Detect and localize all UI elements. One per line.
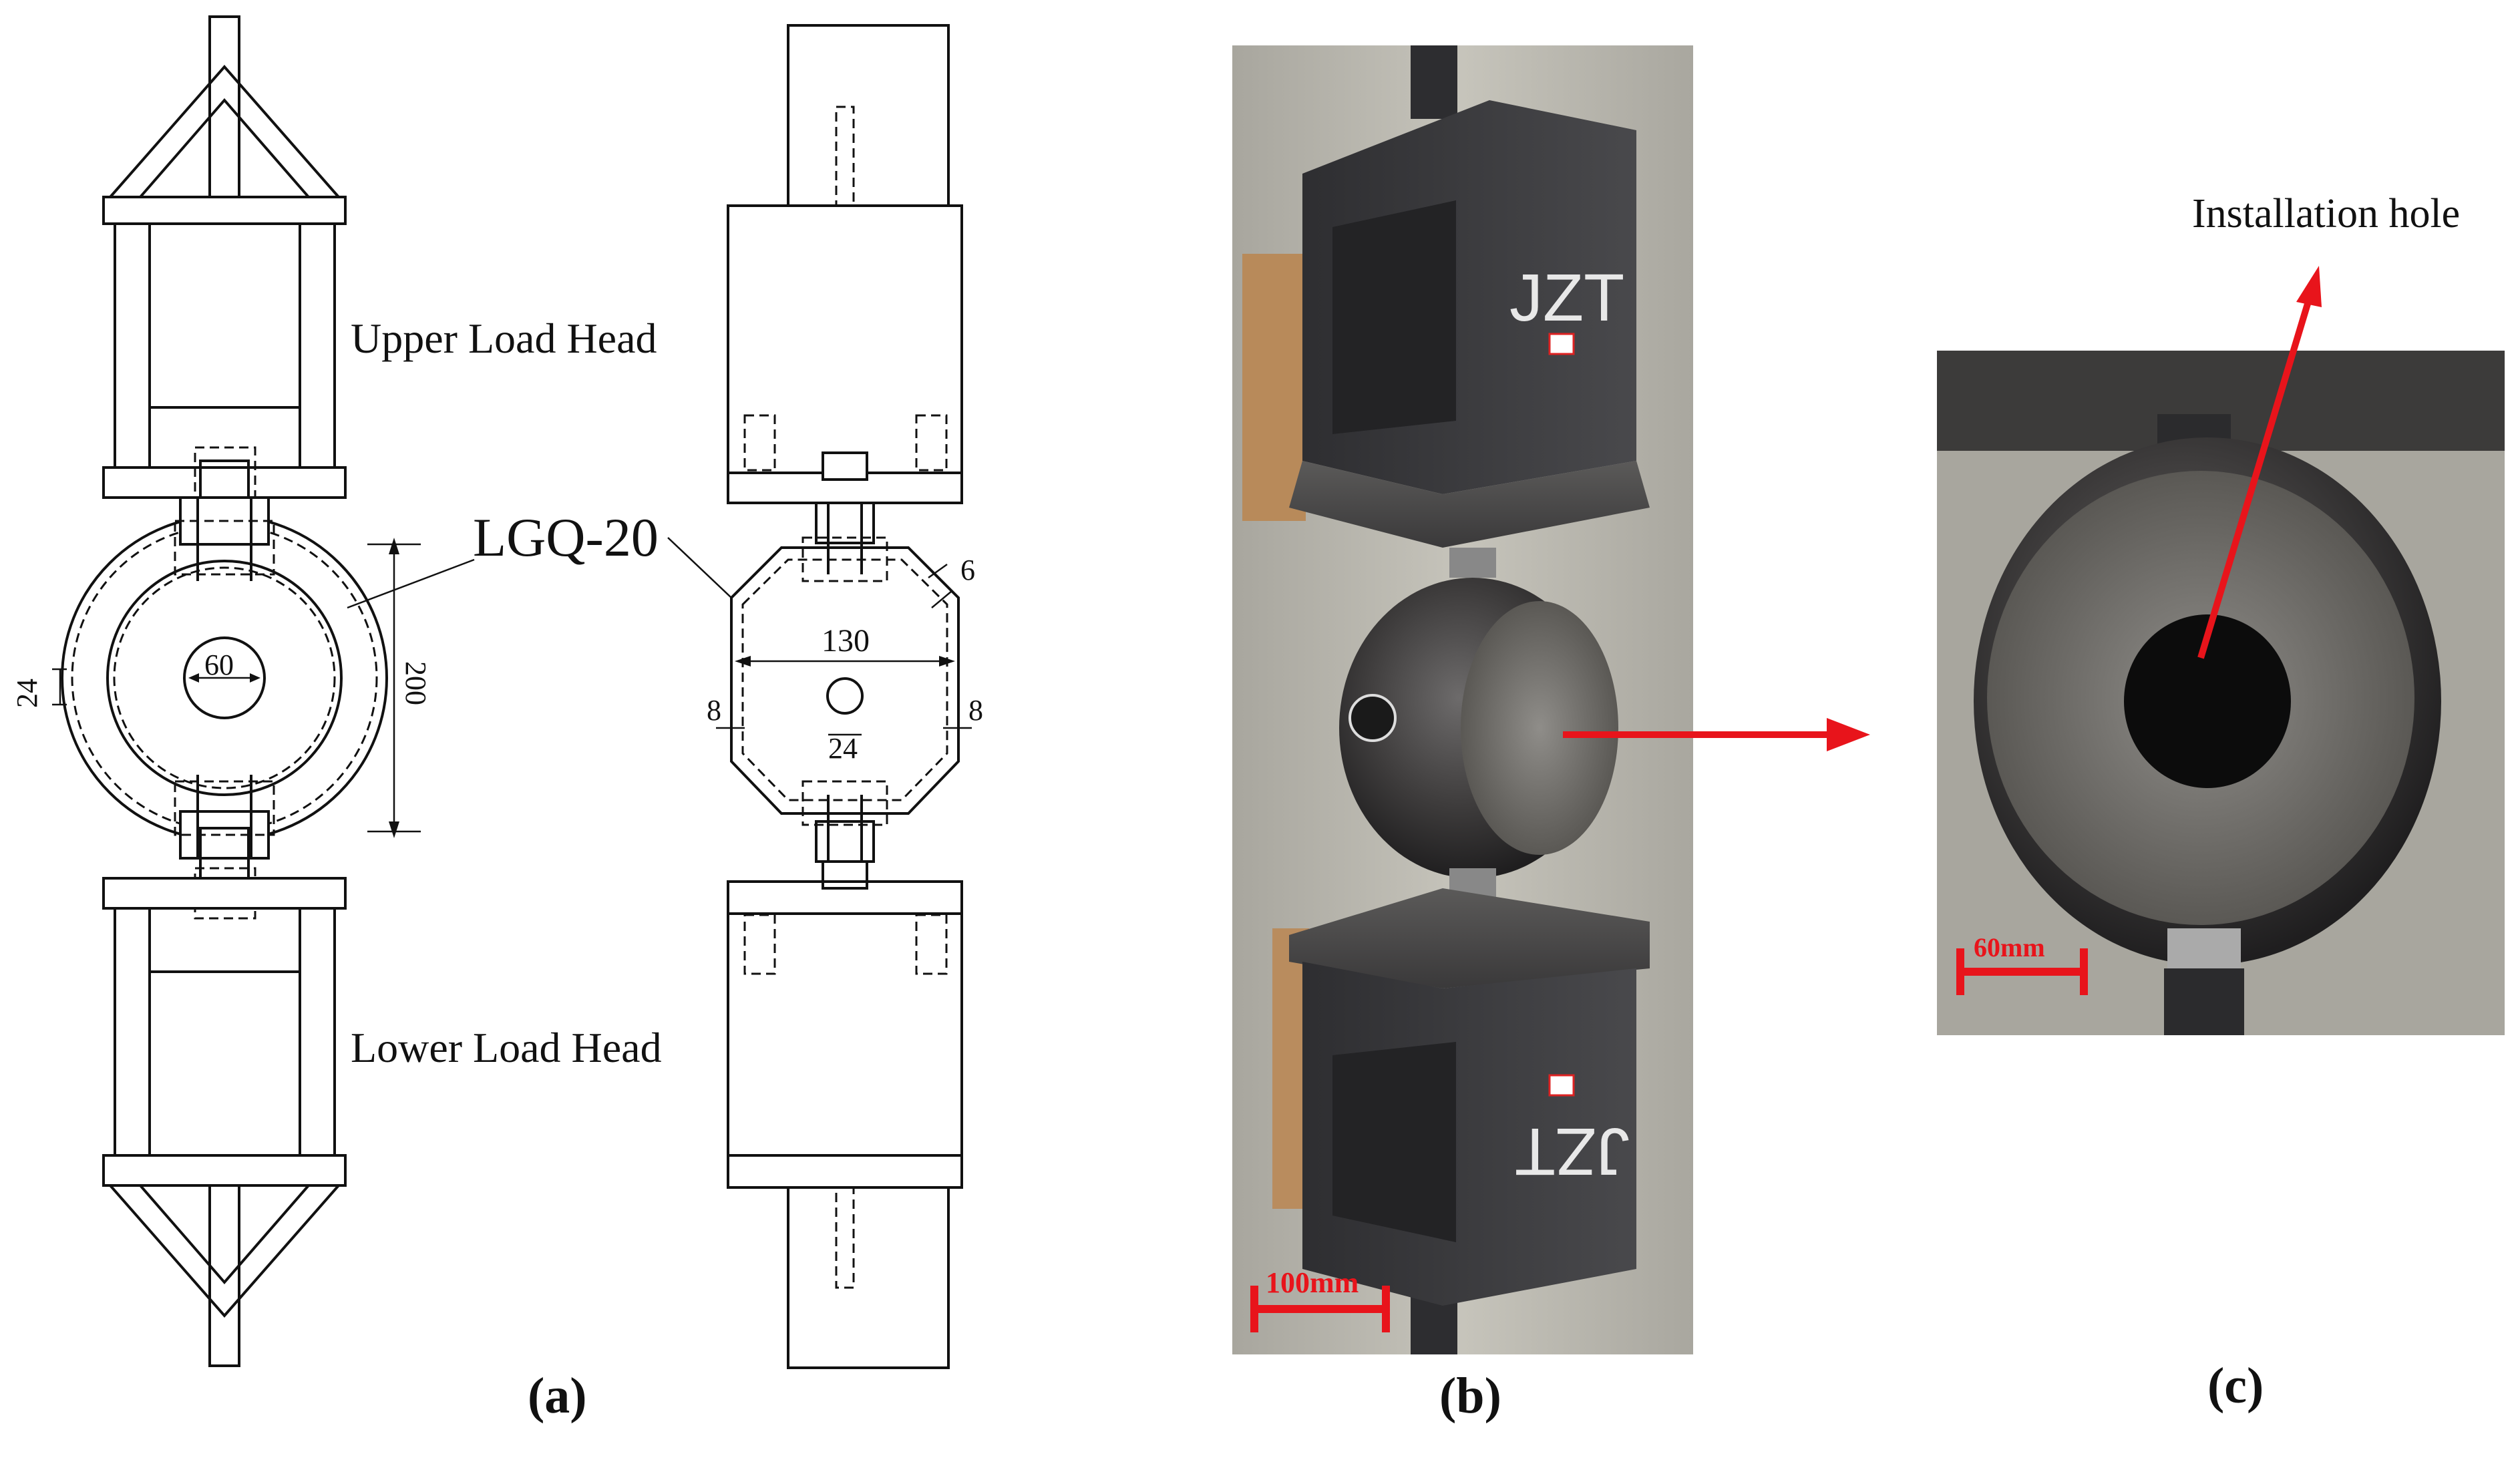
- dim-thickness: 24: [11, 679, 43, 708]
- scale-bar-c: 60mm: [1974, 932, 2045, 962]
- lower-load-head-front: [102, 827, 347, 1367]
- panel-b-caption: (b): [1439, 1368, 1501, 1424]
- dim-hole-bottom: 24: [828, 732, 858, 765]
- panel-c-photo: 60mm: [1937, 351, 2505, 1035]
- scale-bar-b: 100mm: [1266, 1266, 1359, 1299]
- lower-load-head-label: Lower Load Head: [351, 1024, 662, 1071]
- marking-bottom: JZT: [1515, 1114, 1630, 1189]
- panel-b-photo: JZT JZT 100mm: [1232, 45, 1693, 1354]
- dim-wall-right: 8: [968, 694, 983, 727]
- dim-chamfer: 6: [960, 554, 975, 586]
- dim-width: 130: [822, 623, 870, 659]
- upper-load-head-front: [102, 15, 347, 529]
- lgq-20-ring-side: [667, 536, 972, 826]
- dim-wall-left: 8: [707, 694, 721, 727]
- panel-a-side-drawing: [667, 24, 972, 1369]
- lgq-20-ring-front: [52, 496, 475, 860]
- specimen-label: LGQ-20: [473, 507, 659, 568]
- panel-c-caption: (c): [2207, 1358, 2264, 1414]
- upper-load-head-label: Upper Load Head: [351, 315, 657, 362]
- panel-a-caption: (a): [528, 1368, 587, 1424]
- installation-hole-arrow: [2197, 266, 2322, 659]
- dim-inner-hole: 60: [204, 648, 234, 681]
- dim-outer-diameter: 200: [399, 661, 432, 705]
- marking-top: JZT: [1509, 260, 1624, 335]
- panel-a-drawing: [52, 15, 475, 1367]
- zoom-arrow: [1563, 718, 1870, 751]
- installation-hole-label: Installation hole: [2192, 191, 2460, 236]
